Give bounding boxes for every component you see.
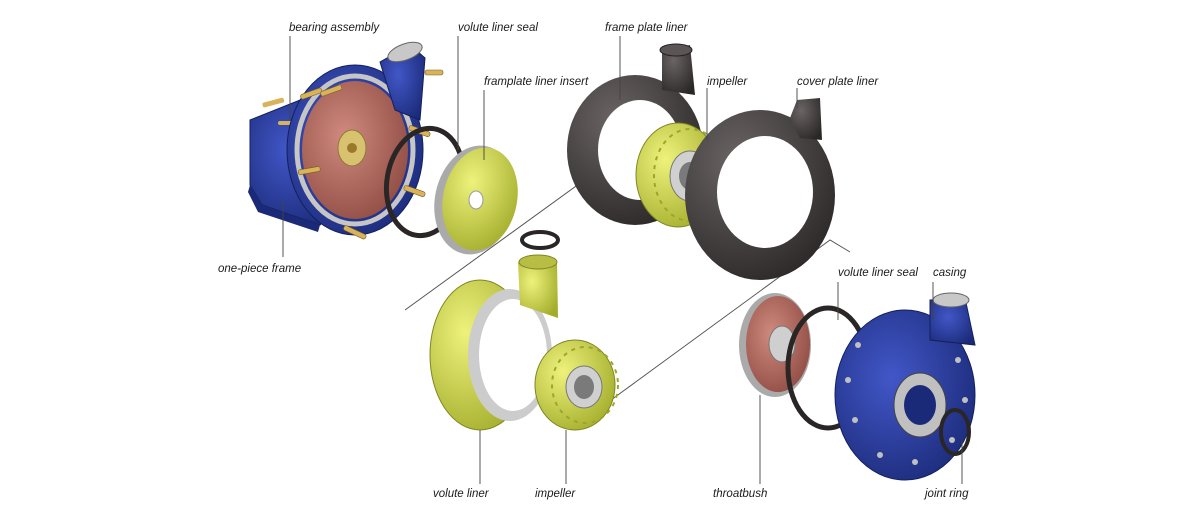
leader-lines	[282, 36, 963, 484]
cover-plate-liner-part	[685, 98, 835, 280]
label-throatbush: throatbush	[713, 488, 767, 500]
label-framplate-liner-insert: framplate liner insert	[484, 76, 589, 88]
joint-ring-small-part	[520, 230, 560, 250]
impeller-bottom-part	[534, 339, 619, 431]
volute-liner-part	[429, 254, 558, 431]
framplate-liner-insert-part	[434, 145, 518, 255]
label-impeller-bottom: impeller	[535, 488, 576, 500]
label-volute-liner: volute liner	[433, 488, 490, 500]
label-impeller-top: impeller	[707, 76, 748, 88]
label-one-piece-frame: one-piece frame	[218, 263, 301, 275]
label-frame-plate-liner: frame plate liner	[605, 22, 689, 34]
throatbush-part	[739, 293, 811, 397]
label-bearing-assembly: bearing assembly	[289, 22, 380, 34]
label-volute-liner-seal-bottom: volute liner seal	[838, 267, 918, 279]
label-volute-liner-seal-top: volute liner seal	[458, 22, 538, 34]
label-casing: casing	[933, 267, 967, 279]
label-cover-plate-liner: cover plate liner	[797, 76, 879, 88]
labels: bearing assembly volute liner seal framp…	[218, 22, 969, 500]
joint-ring-part	[939, 408, 971, 456]
one-piece-frame-part	[248, 41, 444, 240]
label-joint-ring: joint ring	[923, 488, 969, 500]
